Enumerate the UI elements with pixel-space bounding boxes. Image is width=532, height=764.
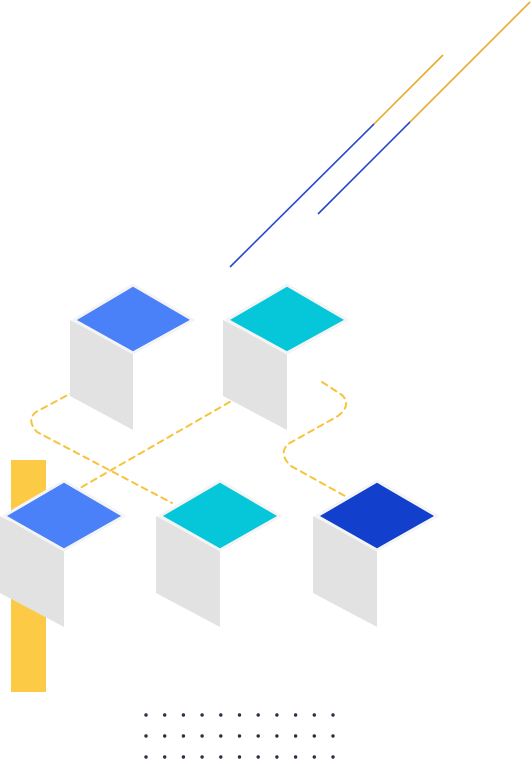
accent-line-orange-short xyxy=(373,54,444,125)
grid-dot xyxy=(312,755,316,759)
cube-bottom-right xyxy=(313,479,439,627)
dot-grid-pattern xyxy=(144,713,335,759)
grid-dot xyxy=(163,755,167,759)
cube-top-left-face xyxy=(72,283,195,355)
cube-top-left-side xyxy=(70,320,133,430)
cube-bottom-middle-face xyxy=(158,479,282,552)
grid-dot xyxy=(219,734,223,738)
cube-bottom-middle xyxy=(156,479,282,627)
grid-dot xyxy=(237,734,242,738)
grid-dot xyxy=(181,734,186,738)
grid-dot xyxy=(293,755,298,759)
grid-dot xyxy=(331,734,335,738)
cube-top-left xyxy=(70,283,195,430)
grid-dot xyxy=(312,713,316,717)
accent-lines xyxy=(229,1,531,268)
grid-dot xyxy=(293,734,298,738)
cube-top-right-face xyxy=(225,283,349,355)
grid-dot xyxy=(144,713,148,717)
cube-bottom-right-side xyxy=(313,516,377,627)
grid-dot xyxy=(200,755,204,759)
connector-top-left-to-bottom-middle xyxy=(30,374,173,504)
grid-dot xyxy=(163,734,167,738)
grid-dot xyxy=(144,755,148,759)
grid-dot xyxy=(144,734,148,738)
grid-dot xyxy=(312,734,316,738)
cube-top-right xyxy=(223,283,349,430)
grid-dot xyxy=(293,713,298,717)
grid-dot xyxy=(237,755,242,759)
cube-bottom-left-side xyxy=(0,516,64,627)
accent-line-blue-long xyxy=(229,123,375,268)
grid-dot xyxy=(331,755,335,759)
cube-bottom-right-face xyxy=(315,479,439,552)
cube-bottom-middle-side xyxy=(156,516,220,627)
grid-dot xyxy=(200,734,204,738)
grid-dot xyxy=(256,755,260,759)
grid-dot xyxy=(163,713,167,717)
cube-top-right-side xyxy=(223,320,287,430)
grid-dot xyxy=(256,713,260,717)
grid-dot xyxy=(237,713,242,717)
grid-dot xyxy=(275,713,279,717)
grid-dot xyxy=(275,734,279,738)
grid-dot xyxy=(219,755,223,759)
cube-bottom-left xyxy=(0,479,126,627)
grid-dot xyxy=(200,713,204,717)
grid-dot xyxy=(181,755,186,759)
accent-line-blue-short xyxy=(317,121,411,215)
grid-dot xyxy=(181,713,186,717)
grid-dot xyxy=(256,734,260,738)
grid-dot xyxy=(275,755,279,759)
accent-line-orange-long xyxy=(409,1,531,123)
grid-dot xyxy=(219,713,223,717)
cube-bottom-left-face xyxy=(2,479,126,552)
grid-dot xyxy=(331,713,335,717)
connector-top-right-to-bottom-right xyxy=(282,381,348,497)
